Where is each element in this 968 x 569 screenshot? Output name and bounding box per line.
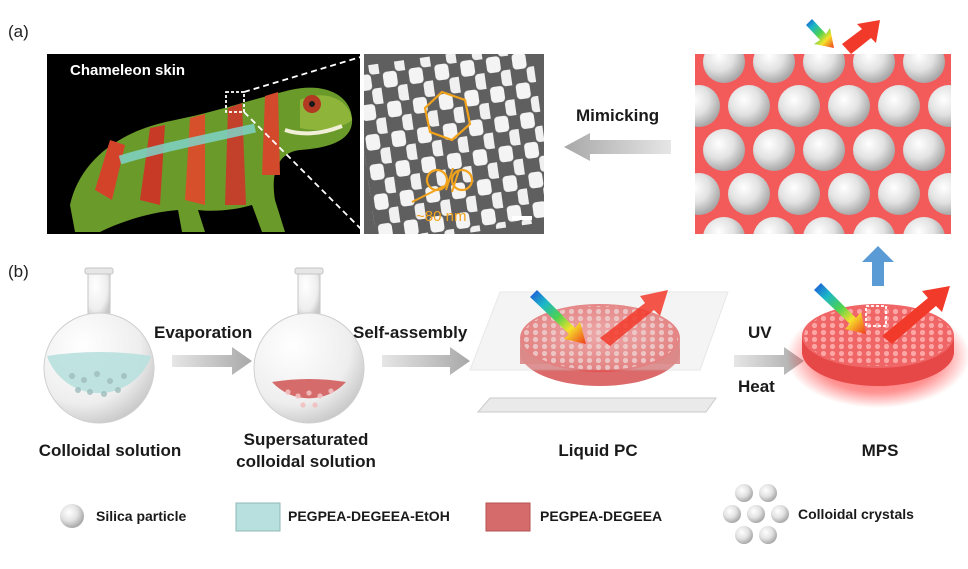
self-assembly-label: Self-assembly [353, 323, 468, 342]
flask-supersaturated [253, 267, 365, 424]
matrix-void [878, 85, 920, 127]
reflected-light-arrow [842, 20, 880, 54]
matrix-void [703, 54, 745, 83]
matrix-void [628, 173, 670, 215]
liquid-pc-reflected-light [600, 290, 668, 346]
zoom-up-arrow [862, 246, 894, 286]
matrix-void [653, 41, 695, 83]
matrix-void [753, 54, 795, 83]
uv-label: UV [748, 323, 772, 342]
mps-incident-light [814, 283, 866, 334]
matrix-void [753, 129, 795, 171]
zoom-line-top [243, 55, 365, 93]
photo-label: Chameleon skin [70, 62, 186, 79]
matrix-void [928, 85, 951, 127]
matrix-void [728, 173, 770, 215]
zoom-box [225, 91, 245, 113]
self-assembly-arrow [382, 347, 470, 375]
matrix-void [803, 129, 845, 171]
evaporation-label: Evaporation [154, 323, 253, 342]
particle-marker-right [450, 168, 474, 192]
panel-a-tag: (a) [8, 22, 29, 41]
scale-bar [512, 216, 532, 220]
mps-zoom-box [865, 305, 887, 327]
panel-b-tag: (b) [8, 262, 29, 281]
matrix-void [853, 217, 895, 234]
matrix-void [703, 129, 745, 171]
matrix-void [778, 173, 820, 215]
step-colloidal-solution-label: Colloidal solution [38, 441, 182, 460]
gap-pointer [411, 185, 445, 203]
heat-label: Heat [738, 377, 775, 396]
mimicking-arrow [564, 133, 671, 161]
matrix-void [653, 217, 695, 259]
matrix-void [903, 129, 945, 171]
legend-pegpea-swatch [485, 502, 531, 532]
matrix-void [953, 129, 968, 171]
mimicking-label: Mimicking [576, 106, 660, 125]
chameleon-photo [47, 54, 360, 234]
matrix-void [828, 85, 870, 127]
gap-line-1 [445, 167, 454, 191]
matrix-void [903, 217, 945, 234]
matrix-void [878, 173, 920, 215]
matrix-void [953, 217, 968, 259]
flask-colloidal-solution [43, 267, 155, 424]
matrix-void [803, 54, 845, 83]
tem-image [364, 54, 544, 234]
incident-light-arrow [806, 19, 834, 48]
legend-ethanol-label: PEGPEA-DEGEEA-EtOH [288, 508, 450, 524]
hexagon-marker [423, 90, 472, 142]
step-mps-label: MPS [861, 441, 899, 460]
matrix-void [703, 217, 745, 234]
matrix-void [928, 173, 951, 215]
matrix-void [853, 54, 895, 83]
zoom-line-bottom [243, 111, 365, 233]
mps-disc [786, 304, 968, 408]
matrix-void [778, 85, 820, 127]
matrix-void [695, 173, 720, 215]
mps-reflected-light [882, 286, 950, 344]
matrix-void [853, 129, 895, 171]
legend-pegpea-label: PEGPEA-DEGEEA [540, 508, 663, 524]
liquid-pc-cell [469, 291, 729, 413]
matrix-void [753, 217, 795, 234]
liquid-pc-incident-light [530, 290, 586, 344]
inverse-opal-matrix [628, 41, 968, 259]
matrix-void [695, 85, 720, 127]
legend-silica-label: Silica particle [96, 508, 187, 524]
step-supersaturated-label-line1: Supersaturated [243, 430, 369, 449]
matrix-void [803, 217, 845, 234]
matrix-void [728, 85, 770, 127]
matrix-void [828, 173, 870, 215]
legend-ethanol-swatch [235, 502, 281, 532]
gap-line-2 [451, 169, 460, 193]
legend-crystals-label: Colloidal crystals [798, 506, 914, 522]
evaporation-arrow [172, 347, 252, 375]
step-supersaturated-label-line2: colloidal solution [236, 452, 376, 471]
matrix-void [903, 54, 945, 83]
matrix-void [953, 41, 968, 83]
legend-silica-swatch [60, 504, 84, 528]
step-liquid-pc-label: Liquid PC [558, 441, 638, 460]
legend-crystal-cluster-icon [723, 484, 789, 544]
tem-scale-label: ~80 nm [416, 208, 467, 225]
